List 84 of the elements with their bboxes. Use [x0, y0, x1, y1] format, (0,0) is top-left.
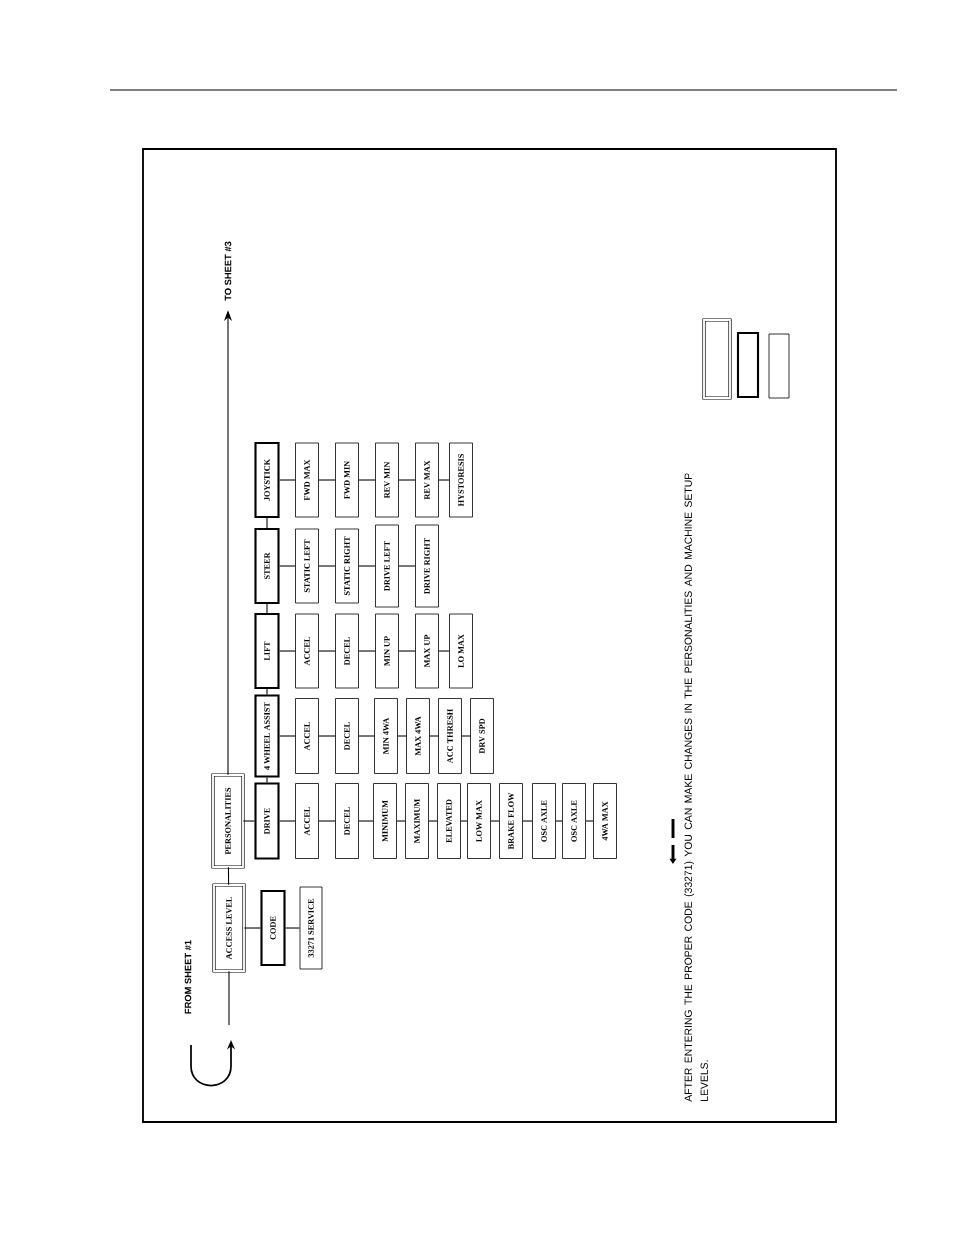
empty-box: [768, 333, 790, 399]
setting-box: DRIVE LEFT: [375, 524, 399, 608]
connector: [318, 820, 336, 822]
connector: [438, 650, 450, 652]
setting-box: DRIVE RIGHT: [415, 524, 439, 608]
setting-box: STATIC RIGHT: [335, 528, 359, 604]
setting-box: DECEL: [335, 613, 359, 689]
connector: [318, 565, 336, 567]
connector: [555, 820, 563, 822]
setting-box: FWD MIN: [335, 442, 359, 518]
connector: [358, 650, 376, 652]
connector: [490, 820, 500, 822]
setting-box: MAX UP: [415, 613, 439, 689]
setting-box: 4WA MAX: [593, 783, 617, 859]
connector: [279, 650, 296, 652]
setting-box: ACCEL: [295, 783, 319, 859]
connector: [279, 735, 296, 737]
connector: [266, 517, 268, 529]
setting-box: MIN UP: [375, 613, 399, 689]
sheet-reference: TO SHEET #3: [221, 232, 235, 310]
group-box: JOYSTICK: [254, 441, 280, 519]
menu-box: ACCESS LEVEL: [212, 883, 246, 973]
connector: [266, 777, 268, 783]
setting-box: FWD MAX: [295, 442, 319, 518]
connector: [585, 820, 594, 822]
group-box: LIFT: [254, 612, 280, 690]
connector: [243, 927, 261, 929]
setting-box: 33271 SERVICE: [299, 886, 323, 970]
connector: [318, 735, 336, 737]
connector: [397, 735, 407, 737]
connector: [358, 735, 375, 737]
empty-box: [702, 318, 732, 400]
setting-box: LOW MAX: [467, 783, 491, 859]
connector: [358, 479, 376, 481]
setting-box: ELEVATED: [437, 783, 461, 859]
group-box: DRIVE: [254, 782, 280, 860]
setting-box: MAXIMUM: [405, 783, 429, 859]
group-box: 4 WHEEL ASSIST: [254, 694, 280, 778]
connector: [428, 820, 438, 822]
connector: [242, 820, 255, 822]
group-box: STEER: [254, 527, 280, 605]
connector: [396, 820, 406, 822]
setting-box: DRV SPD: [470, 698, 494, 774]
setting-box: OSC AXLE: [562, 783, 586, 859]
connector: [318, 479, 336, 481]
setting-box: LO MAX: [449, 613, 473, 689]
setting-box: ACCEL: [295, 698, 319, 774]
connector: [398, 650, 416, 652]
connector: [461, 735, 471, 737]
setting-box: ACCEL: [295, 613, 319, 689]
setting-box: MAX 4WA: [406, 698, 430, 774]
connector: [228, 970, 230, 1026]
connector: [279, 820, 296, 822]
setting-box: DECEL: [335, 783, 359, 859]
setting-box: REV MIN: [375, 442, 399, 518]
empty-box: [736, 331, 760, 399]
note-text: AFTER ENTERING THE PROPER CODE (33271) YOU CAN MAKE CHANGES IN THE PERSONALITIES AND MACHINE SETUP LEVELS.: [684, 473, 708, 1102]
setting-box: OSC AXLE: [532, 783, 556, 859]
setting-box: ACC THRESH: [438, 698, 462, 774]
setting-box: REV MAX: [415, 442, 439, 518]
setting-box: STATIC LEFT: [295, 528, 319, 604]
connector: [318, 650, 336, 652]
connector: [438, 479, 450, 481]
setting-box: MINIMUM: [373, 783, 397, 859]
connector: [279, 565, 296, 567]
connector: [227, 866, 230, 886]
connector: [266, 688, 268, 695]
connector: [285, 927, 301, 929]
connector: [358, 565, 376, 567]
sheet-reference: FROM SHEET #1: [184, 940, 192, 1014]
connector: [460, 820, 468, 822]
setting-box: DECEL: [335, 698, 359, 774]
connector: [398, 479, 416, 481]
setting-box: MIN 4WA: [374, 698, 398, 774]
connector: [398, 565, 416, 567]
connector: [522, 820, 533, 822]
setting-box: BRAKE FLOW: [499, 783, 523, 859]
menu-box: PERSONALITIES: [211, 773, 245, 869]
connector: [266, 603, 268, 614]
group-box: CODE: [260, 889, 286, 967]
connector: [429, 735, 439, 737]
connector: [279, 479, 296, 481]
setting-box: HYSTORESIS: [449, 442, 473, 518]
connector: [358, 820, 374, 822]
